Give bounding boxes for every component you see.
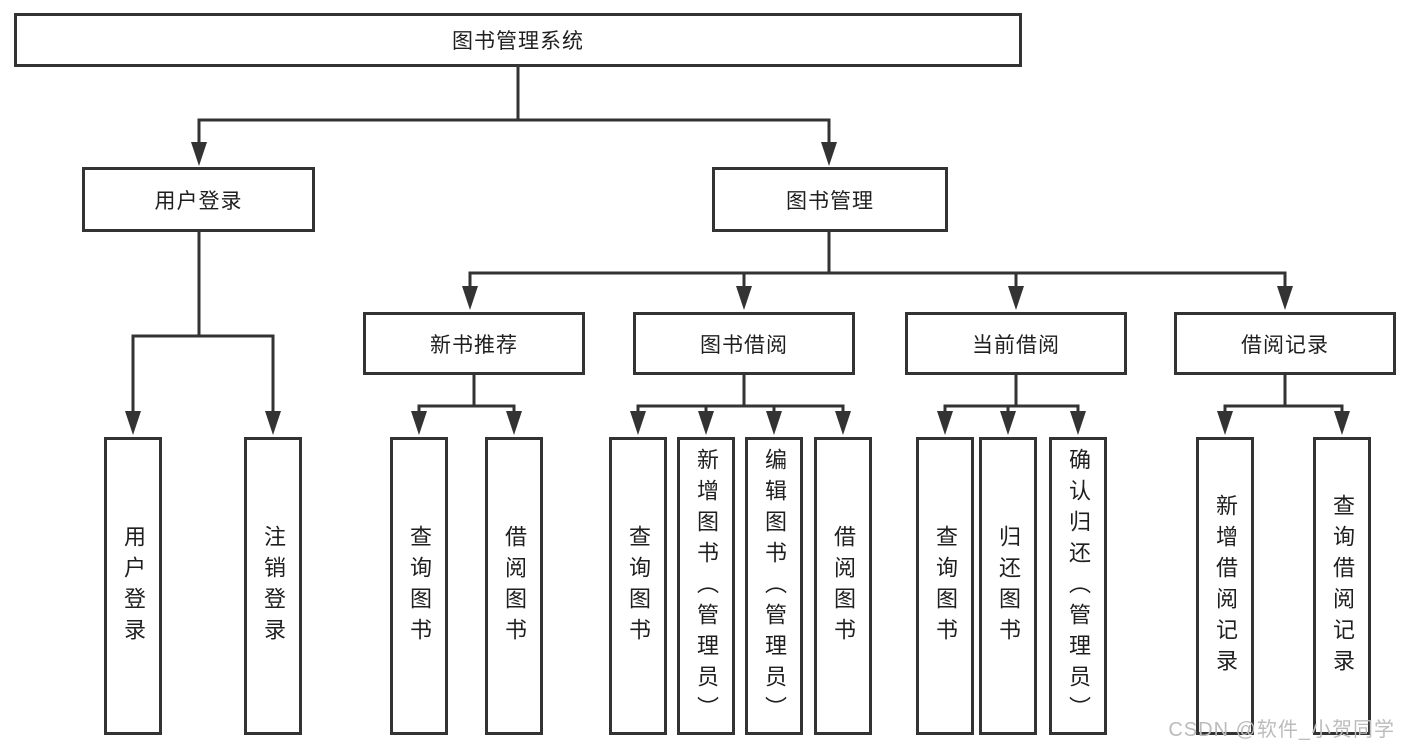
arrow-down-icon	[411, 411, 427, 435]
node-new-book-recommend: 新书推荐	[363, 312, 585, 375]
arrow-down-icon	[1334, 411, 1350, 435]
arrow-down-icon	[1277, 286, 1293, 310]
leaf-add-books-admin: 新增图书（管理员）	[677, 437, 735, 735]
leaf-query-books-borrowing: 查询图书	[609, 437, 667, 735]
node-system-root: 图书管理系统	[14, 13, 1022, 67]
arrow-down-icon	[1070, 411, 1086, 435]
node-borrowing-records: 借阅记录	[1174, 312, 1396, 375]
arrow-down-icon	[191, 142, 207, 166]
arrow-down-icon	[698, 411, 714, 435]
node-book-borrowing: 图书借阅	[633, 312, 855, 375]
connector-borrowing-records	[1217, 372, 1350, 435]
csdn-watermark: CSDN @软件_小贺同学	[1168, 719, 1395, 741]
arrow-down-icon	[821, 142, 837, 166]
leaf-edit-books-admin: 编辑图书（管理员）	[745, 437, 803, 735]
arrow-down-icon	[506, 411, 522, 435]
leaf-borrow-books-recommend: 借阅图书	[485, 437, 543, 735]
connector-new-book-recommend	[411, 372, 522, 435]
leaf-borrow-books-borrowing: 借阅图书	[814, 437, 872, 735]
arrow-down-icon	[462, 286, 478, 310]
arrow-down-icon	[937, 411, 953, 435]
arrow-down-icon	[766, 411, 782, 435]
leaf-add-borrow-record: 新增借阅记录	[1196, 437, 1254, 735]
arrow-down-icon	[1000, 411, 1016, 435]
leaf-confirm-return-admin: 确认归还（管理员）	[1049, 437, 1107, 735]
arrow-down-icon	[1217, 411, 1233, 435]
leaf-query-books-current: 查询图书	[916, 437, 974, 735]
arrow-down-icon	[630, 411, 646, 435]
connector-user-login	[125, 229, 281, 435]
connector-root	[191, 64, 837, 166]
connector-book-management	[462, 229, 1293, 310]
node-current-borrowing: 当前借阅	[905, 312, 1127, 375]
leaf-user-login: 用户登录	[104, 437, 162, 735]
arrow-down-icon	[125, 411, 141, 435]
arrow-down-icon	[265, 411, 281, 435]
node-user-login: 用户登录	[82, 167, 315, 232]
connector-current-borrowing	[937, 372, 1086, 435]
leaf-logout: 注销登录	[244, 437, 302, 735]
leaf-return-books: 归还图书	[979, 437, 1037, 735]
leaf-query-books-recommend: 查询图书	[390, 437, 448, 735]
arrow-down-icon	[1008, 286, 1024, 310]
connector-book-borrowing	[630, 372, 851, 435]
leaf-query-borrow-record: 查询借阅记录	[1313, 437, 1371, 735]
node-book-management: 图书管理	[712, 167, 948, 232]
arrow-down-icon	[736, 286, 752, 310]
arrow-down-icon	[835, 411, 851, 435]
